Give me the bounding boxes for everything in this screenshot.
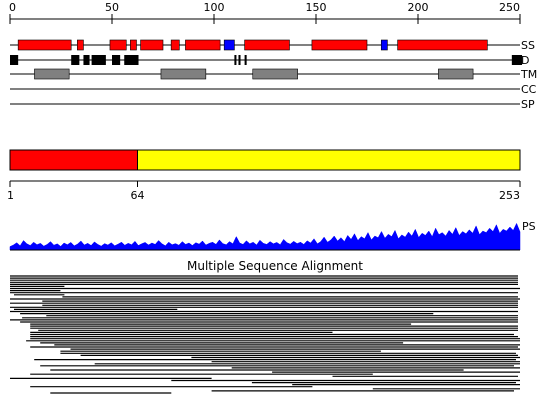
domain-segment-1 xyxy=(9,149,138,171)
domain-label: 64 xyxy=(131,189,145,202)
feature-block xyxy=(10,55,19,65)
scale-tick-label: 200 xyxy=(408,1,429,14)
msa-rows xyxy=(10,275,520,394)
domain-bar: 1 64 253 xyxy=(7,149,521,202)
scale-tick-label: 0 xyxy=(9,1,16,14)
scale-tick-label: 150 xyxy=(306,1,327,14)
feature-block xyxy=(17,39,72,51)
feature-block xyxy=(185,39,221,51)
feature-block xyxy=(397,39,488,51)
feature-block xyxy=(244,39,290,51)
track-label-tm: TM xyxy=(520,68,537,81)
feature-block xyxy=(170,39,180,51)
track-label-cc: CC xyxy=(521,83,537,96)
track-label-sp: SP xyxy=(521,98,535,111)
domain-label: 253 xyxy=(499,189,520,202)
feature-block xyxy=(71,55,80,65)
feature-block xyxy=(311,39,368,51)
feature-block xyxy=(124,55,139,65)
track-label-d: D xyxy=(521,54,529,67)
scale-tick-label: 250 xyxy=(499,1,520,14)
feature-block xyxy=(140,39,164,51)
ps-profile xyxy=(9,222,521,251)
feature-block xyxy=(252,68,298,80)
track-label-ss: SS xyxy=(521,39,535,52)
feature-block xyxy=(83,55,90,65)
feature-block xyxy=(109,39,127,51)
feature-block xyxy=(244,55,247,65)
feature-block xyxy=(91,55,106,65)
feature-block xyxy=(77,39,84,51)
feature-block xyxy=(511,55,523,65)
feature-tracks: SS DTM CC SP xyxy=(10,39,537,111)
feature-block xyxy=(223,39,235,51)
feature-block xyxy=(112,55,121,65)
scale-tick-label: 100 xyxy=(204,1,225,14)
domain-label: 1 xyxy=(7,189,14,202)
feature-block xyxy=(238,55,241,65)
feature-block xyxy=(438,68,474,80)
ps-label: PS xyxy=(522,220,536,233)
feature-block xyxy=(380,39,388,51)
feature-block xyxy=(34,68,70,80)
feature-block xyxy=(234,55,237,65)
ps-track: PS xyxy=(9,220,536,251)
msa-title: Multiple Sequence Alignment xyxy=(187,259,363,273)
domain-segment-2 xyxy=(137,149,521,171)
feature-block xyxy=(160,68,207,80)
feature-block xyxy=(130,39,137,51)
scale-tick-label: 50 xyxy=(105,1,119,14)
position-scale: 0 50 100 150 200 250 xyxy=(9,1,521,24)
